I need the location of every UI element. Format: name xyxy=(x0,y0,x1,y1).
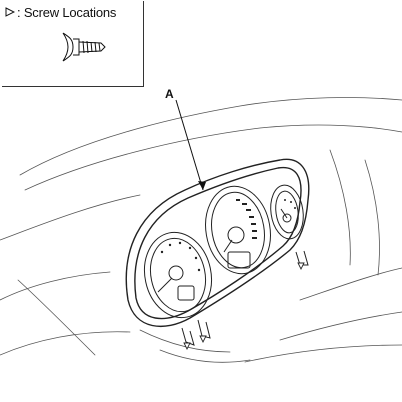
open-triangle-icon xyxy=(5,7,15,17)
center-gauge-tick xyxy=(246,209,251,211)
dash-outline-line xyxy=(279,311,402,341)
dash-outline-line xyxy=(329,149,351,266)
right-gauge-tick xyxy=(294,207,296,209)
center-gauge-tick xyxy=(249,216,254,218)
dash-outline-line xyxy=(24,124,402,191)
dash-outline-line xyxy=(19,97,402,176)
left-gauge-tick xyxy=(160,250,164,254)
center-gauge-tick xyxy=(252,230,257,232)
right-gauge-tick xyxy=(290,201,292,203)
left-gauge-needle xyxy=(157,277,173,293)
left-gauge-display xyxy=(177,285,195,301)
callout-label-a: A xyxy=(165,87,174,101)
left-gauge-hub xyxy=(168,265,184,281)
center-gauge-tick xyxy=(236,199,240,201)
left-gauge-tick xyxy=(194,256,198,260)
left-gauge-tick xyxy=(178,241,182,245)
dash-outline-line xyxy=(17,279,96,356)
mount-tab-lower-left xyxy=(181,327,195,346)
right-gauge-tick xyxy=(284,199,286,201)
right-gauge-face xyxy=(275,190,299,234)
dash-outline-line xyxy=(364,159,380,276)
legend-label: : Screw Locations xyxy=(17,5,117,20)
screw-location-marker xyxy=(297,262,305,271)
dash-outline-line xyxy=(0,331,131,356)
dash-outline-line xyxy=(244,344,402,363)
center-gauge-display xyxy=(227,251,251,269)
dash-outline-line xyxy=(0,271,111,301)
left-gauge-face xyxy=(149,237,207,313)
dash-outline-line xyxy=(159,349,251,363)
left-gauge-tick xyxy=(168,243,172,247)
dash-outline-line xyxy=(0,194,141,241)
dash-outline-line xyxy=(299,267,402,301)
left-gauge-ring xyxy=(144,231,212,319)
right-gauge-needle xyxy=(280,208,288,219)
legend-box: : Screw Locations xyxy=(2,1,144,87)
screw-icon xyxy=(62,32,106,62)
center-gauge-needle xyxy=(223,239,233,253)
cluster-bezel-outer xyxy=(125,158,310,328)
right-gauge-hub xyxy=(282,213,292,223)
center-gauge-hub xyxy=(227,226,245,244)
center-gauge-tick xyxy=(252,237,257,239)
center-gauge-ring xyxy=(205,185,271,275)
center-gauge-face xyxy=(211,191,265,269)
screw-location-marker xyxy=(199,335,207,344)
screw-location-marker xyxy=(183,342,191,351)
mount-tab-lower-center xyxy=(197,319,211,339)
callout-a-arrowhead xyxy=(198,181,206,190)
center-gauge-tick xyxy=(251,223,256,225)
right-gauge-ring xyxy=(270,184,304,240)
center-gauge-tick xyxy=(242,203,247,205)
mount-tab-right xyxy=(295,250,309,266)
left-gauge-tick xyxy=(188,246,192,250)
dash-outline-line xyxy=(139,329,231,353)
left-gauge-tick xyxy=(197,268,201,272)
callout-a-leader xyxy=(175,99,204,191)
